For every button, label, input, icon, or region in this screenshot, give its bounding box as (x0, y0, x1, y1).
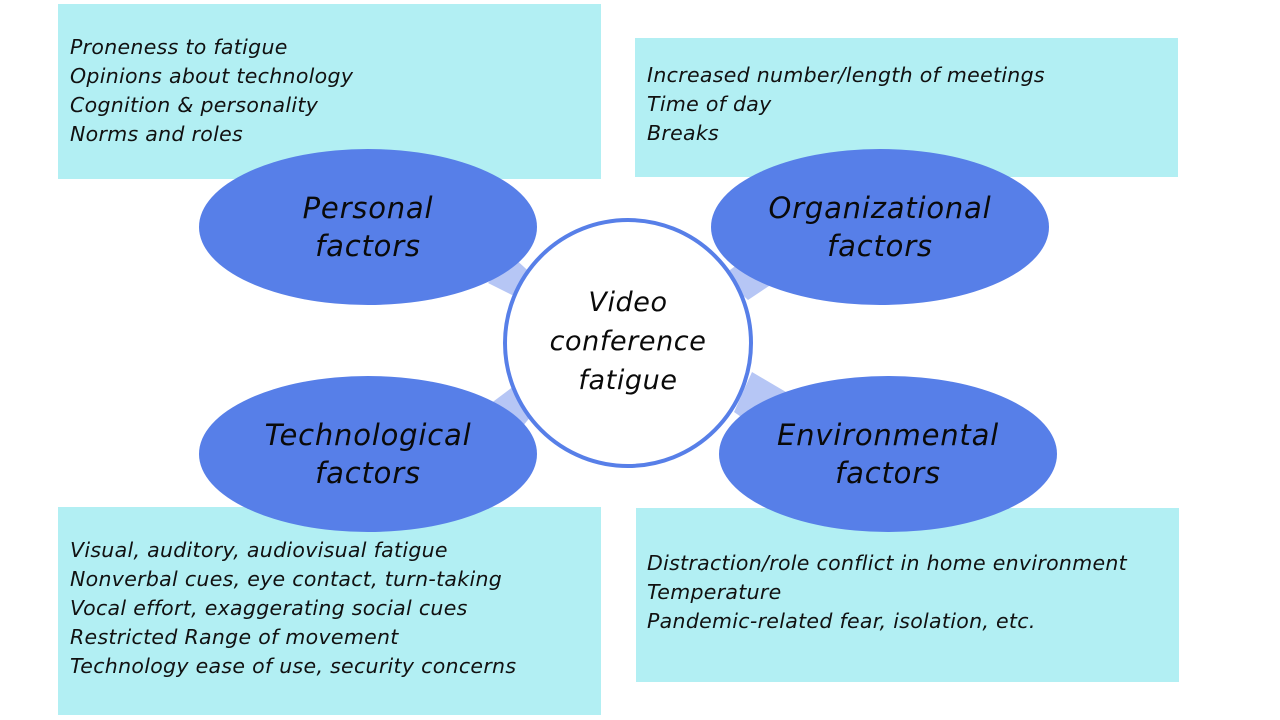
list-item: Pandemic-related fear, isolation, etc. (647, 609, 1036, 633)
connector-organizational (722, 258, 772, 300)
list-item: Proneness to fatigue (70, 35, 288, 59)
environmental-factors-node: Environmental factors (719, 376, 1057, 532)
list-item: Opinions about technology (70, 64, 354, 88)
center-node: Video conference fatigue (503, 218, 753, 468)
list-item: Temperature (647, 580, 782, 604)
list-item: Cognition & personality (70, 93, 319, 117)
list-item: Breaks (647, 121, 720, 145)
technological-factors-label: Technological factors (264, 418, 472, 490)
list-item: Distraction/role conflict in home enviro… (647, 551, 1128, 575)
environmental-factors-details-box: Distraction/role conflict in home enviro… (636, 508, 1179, 682)
center-label: Video conference fatigue (549, 286, 707, 396)
list-item: Time of day (647, 92, 772, 116)
technological-factors-node: Technological factors (199, 376, 537, 532)
technological-factors-list: Visual, auditory, audiovisual fatigue No… (70, 536, 601, 681)
personal-factors-label: Personal factors (302, 191, 434, 263)
list-item: Nonverbal cues, eye contact, turn-taking (70, 567, 503, 591)
list-item: Technology ease of use, security concern… (70, 654, 517, 678)
organizational-factors-list: Increased number/length of meetings Time… (647, 61, 1178, 148)
organizational-factors-node: Organizational factors (711, 149, 1049, 305)
list-item: Increased number/length of meetings (647, 63, 1045, 87)
list-item: Restricted Range of movement (70, 625, 399, 649)
list-item: Vocal effort, exaggerating social cues (70, 596, 468, 620)
organizational-factors-label: Organizational factors (768, 191, 992, 263)
list-item: Norms and roles (70, 122, 244, 146)
personal-factors-node: Personal factors (199, 149, 537, 305)
personal-factors-list: Proneness to fatigue Opinions about tech… (70, 33, 601, 149)
environmental-factors-label: Environmental factors (776, 418, 1000, 490)
personal-factors-details-box: Proneness to fatigue Opinions about tech… (58, 4, 601, 179)
technological-factors-details-box: Visual, auditory, audiovisual fatigue No… (58, 507, 601, 715)
environmental-factors-list: Distraction/role conflict in home enviro… (647, 549, 1179, 636)
list-item: Visual, auditory, audiovisual fatigue (70, 538, 448, 562)
